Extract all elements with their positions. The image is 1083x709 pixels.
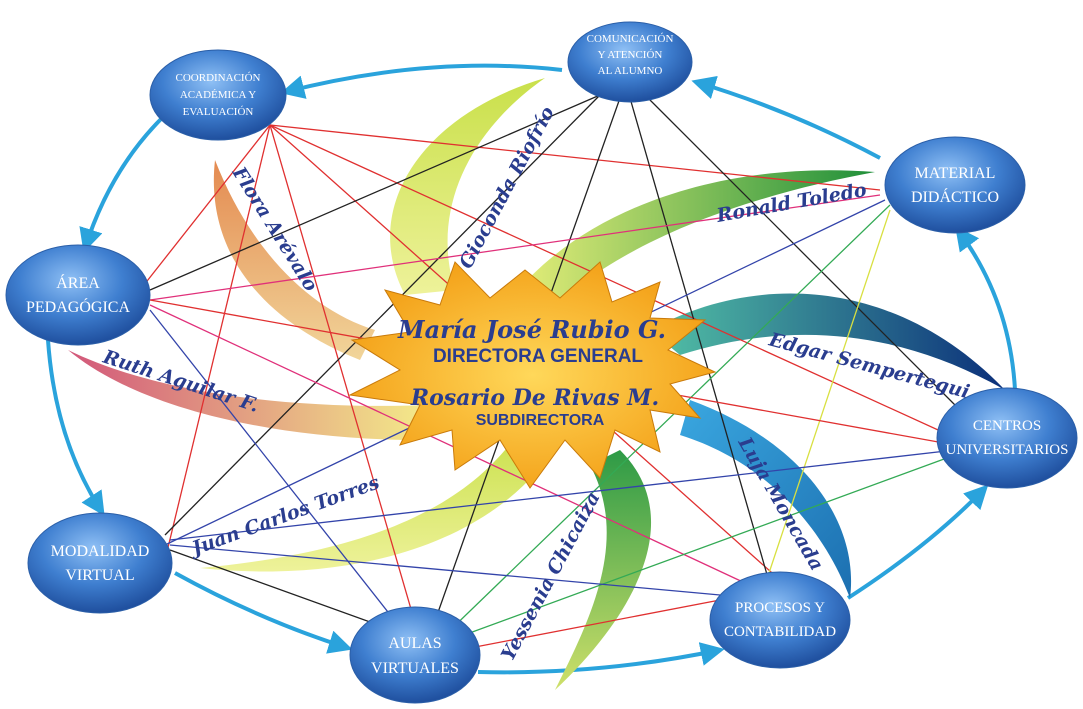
node-label: AL ALUMNO [598,65,663,77]
node-aulas: AULAS VIRTUALES [349,606,481,704]
node-coordinacion: COORDINACIÓN ACADÉMICA Y EVALUACIÓN [149,49,287,141]
node-label: ÁREA [56,273,100,292]
swoosh-ruth [68,350,430,440]
department-nodes: COMUNICACIÓN Y ATENCIÓN AL ALUMNO COORDI… [5,21,1078,704]
swoosh-edgar [650,293,1005,390]
ring-arrow-material-comunicacion [691,75,881,160]
node-material: MATERIAL DIDÁCTICO [884,136,1026,234]
connection-line [164,94,601,536]
node-label: EVALUACIÓN [183,106,254,118]
connection-line [169,449,956,541]
node-label: PEDAGÓGICA [26,297,130,316]
node-label: VIRTUAL [65,567,134,584]
connection-line [629,97,771,586]
swoosh-yessenia [555,450,652,690]
ring-arrow-procesos-centros [846,484,989,600]
ring-arrow-aulas-procesos [477,642,725,675]
star-shape [348,261,717,489]
node-procesos: PROCESOS Y CONTABILIDAD [709,571,851,669]
connection-line [469,599,721,649]
node-area: ÁREA PEDAGÓGICA [5,244,151,346]
node-label: ACADÉMICA Y [180,89,256,101]
connection-line [444,454,956,643]
connection-line [169,544,721,596]
connection-line [164,124,271,561]
swoosh-luja [680,400,852,598]
node-label: VIRTUALES [371,660,459,677]
node-label: COORDINACIÓN [176,72,261,84]
connection-line [439,204,891,641]
node-label: PROCESOS Y [735,600,825,616]
connection-lines [139,94,961,649]
ring-arrow-area-modalidad [46,339,105,517]
director-title: DIRECTORA GENERAL [433,346,643,367]
ring-arrow-centros-material [955,226,1017,391]
ring-arrow-coordinacion-area [79,116,164,253]
outer-cycle-arrows [46,63,1017,675]
subdirector-title: SUBDIRECTORA [476,412,605,429]
connection-line [764,209,891,586]
connection-line [644,94,961,411]
ring-arrow-modalidad-aulas [174,571,353,654]
node-label: AULAS [388,635,441,652]
connection-line [269,124,421,641]
swoosh-gioconda [390,78,545,295]
node-comunicacion: COMUNICACIÓN Y ATENCIÓN AL ALUMNO [567,21,693,103]
node-label: CONTABILIDAD [724,624,836,640]
node-label: COMUNICACIÓN [587,33,674,45]
node-modalidad: MODALIDAD VIRTUAL [27,512,173,614]
subdirector-name: Rosario De Rivas M. [410,385,659,411]
ring-arrow-comunicacion-coordinacion [280,63,563,99]
node-label: MODALIDAD [51,543,150,560]
connection-line [269,124,881,191]
director-name: María José Rubio G. [397,315,666,344]
connection-line [269,124,961,441]
central-star: María José Rubio G. DIRECTORA GENERAL Ro… [348,261,717,489]
connection-line [149,309,411,641]
connection-line [149,94,601,291]
node-label: UNIVERSITARIOS [946,442,1069,458]
node-label: MATERIAL [915,165,996,182]
node-label: DIDÁCTICO [911,187,999,206]
node-label: CENTROS [973,418,1041,434]
node-centros: CENTROS UNIVERSITARIOS [936,387,1078,489]
node-label: Y ATENCIÓN [598,49,663,61]
connection-line [139,124,271,291]
connection-line [149,194,881,301]
